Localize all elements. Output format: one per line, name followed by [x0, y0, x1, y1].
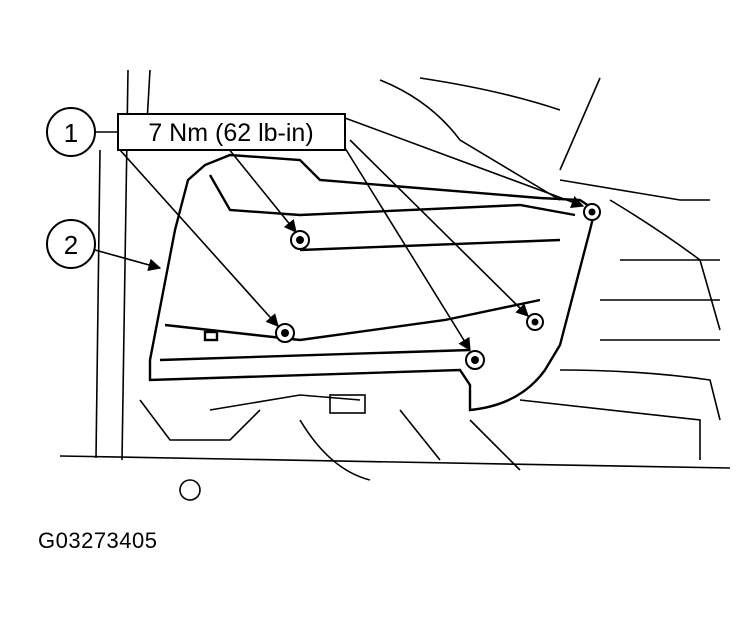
fastener-middle-left: [275, 323, 295, 343]
torque-spec-label: 7 Nm (62 lb-in): [117, 113, 346, 151]
torque-leader-lines: [119, 117, 585, 352]
fastener-top-center: [290, 230, 310, 250]
torque-spec-text: 7 Nm (62 lb-in): [148, 119, 313, 147]
callout-1: 1: [46, 107, 118, 157]
fastener-top-right: [583, 203, 601, 221]
fastener-lower-right: [465, 350, 485, 370]
fastener-right: [526, 313, 544, 331]
callout-2: 2: [46, 219, 162, 272]
figure-id: G03273405: [38, 528, 158, 553]
bracket-outline: [148, 153, 597, 412]
callout-1-number: 1: [64, 118, 78, 148]
background-linework: [59, 69, 731, 501]
callout-2-number: 2: [64, 230, 78, 260]
